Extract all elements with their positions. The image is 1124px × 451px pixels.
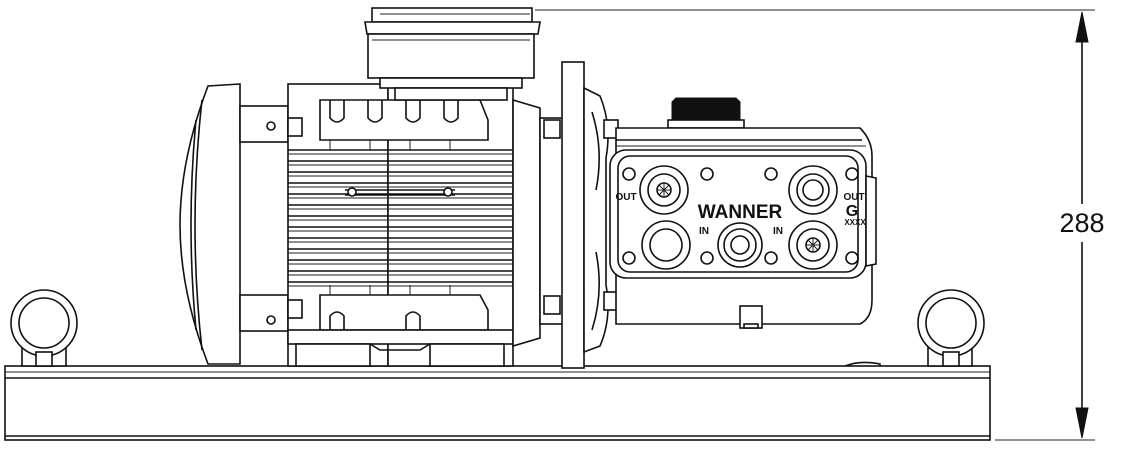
pump-model-code: XXXX — [844, 218, 866, 227]
port-label-out-left: OUT — [615, 192, 636, 203]
dimension-arrow-bottom — [1075, 407, 1089, 439]
motor-cooling-fins — [288, 140, 513, 295]
port-label-in-left: IN — [699, 226, 709, 237]
motor-flange — [512, 98, 565, 348]
lifting-eye-left — [10, 289, 78, 367]
dimension-value-label: 288 — [1059, 208, 1104, 238]
dimension-arrow-top — [1075, 11, 1089, 43]
port-label-out-right: OUT — [843, 192, 864, 203]
lifting-eye-right — [917, 289, 985, 367]
base-frame — [4, 365, 991, 441]
pump-adapter-bell — [583, 86, 619, 354]
pump-brand-label: WANNER — [698, 202, 783, 223]
electric-motor — [179, 83, 514, 367]
valve-port-bottom-right — [788, 220, 838, 270]
valve-port-top-left — [639, 165, 689, 215]
pump-model-letter: G — [846, 203, 858, 220]
valve-port-top-right — [788, 165, 838, 215]
top-rib-notches — [329, 100, 459, 123]
terminal-box — [364, 7, 541, 101]
valve-port-bottom-left — [641, 220, 691, 270]
valve-port-bottom-center — [717, 222, 763, 268]
bottom-rib-notches — [329, 311, 421, 330]
pump-body: WANNER OUT OUT IN IN G XXXX — [609, 97, 877, 329]
height-dimension: 288 — [535, 9, 1105, 441]
port-label-in-right: IN — [773, 226, 783, 237]
mounting-plate — [561, 61, 585, 369]
